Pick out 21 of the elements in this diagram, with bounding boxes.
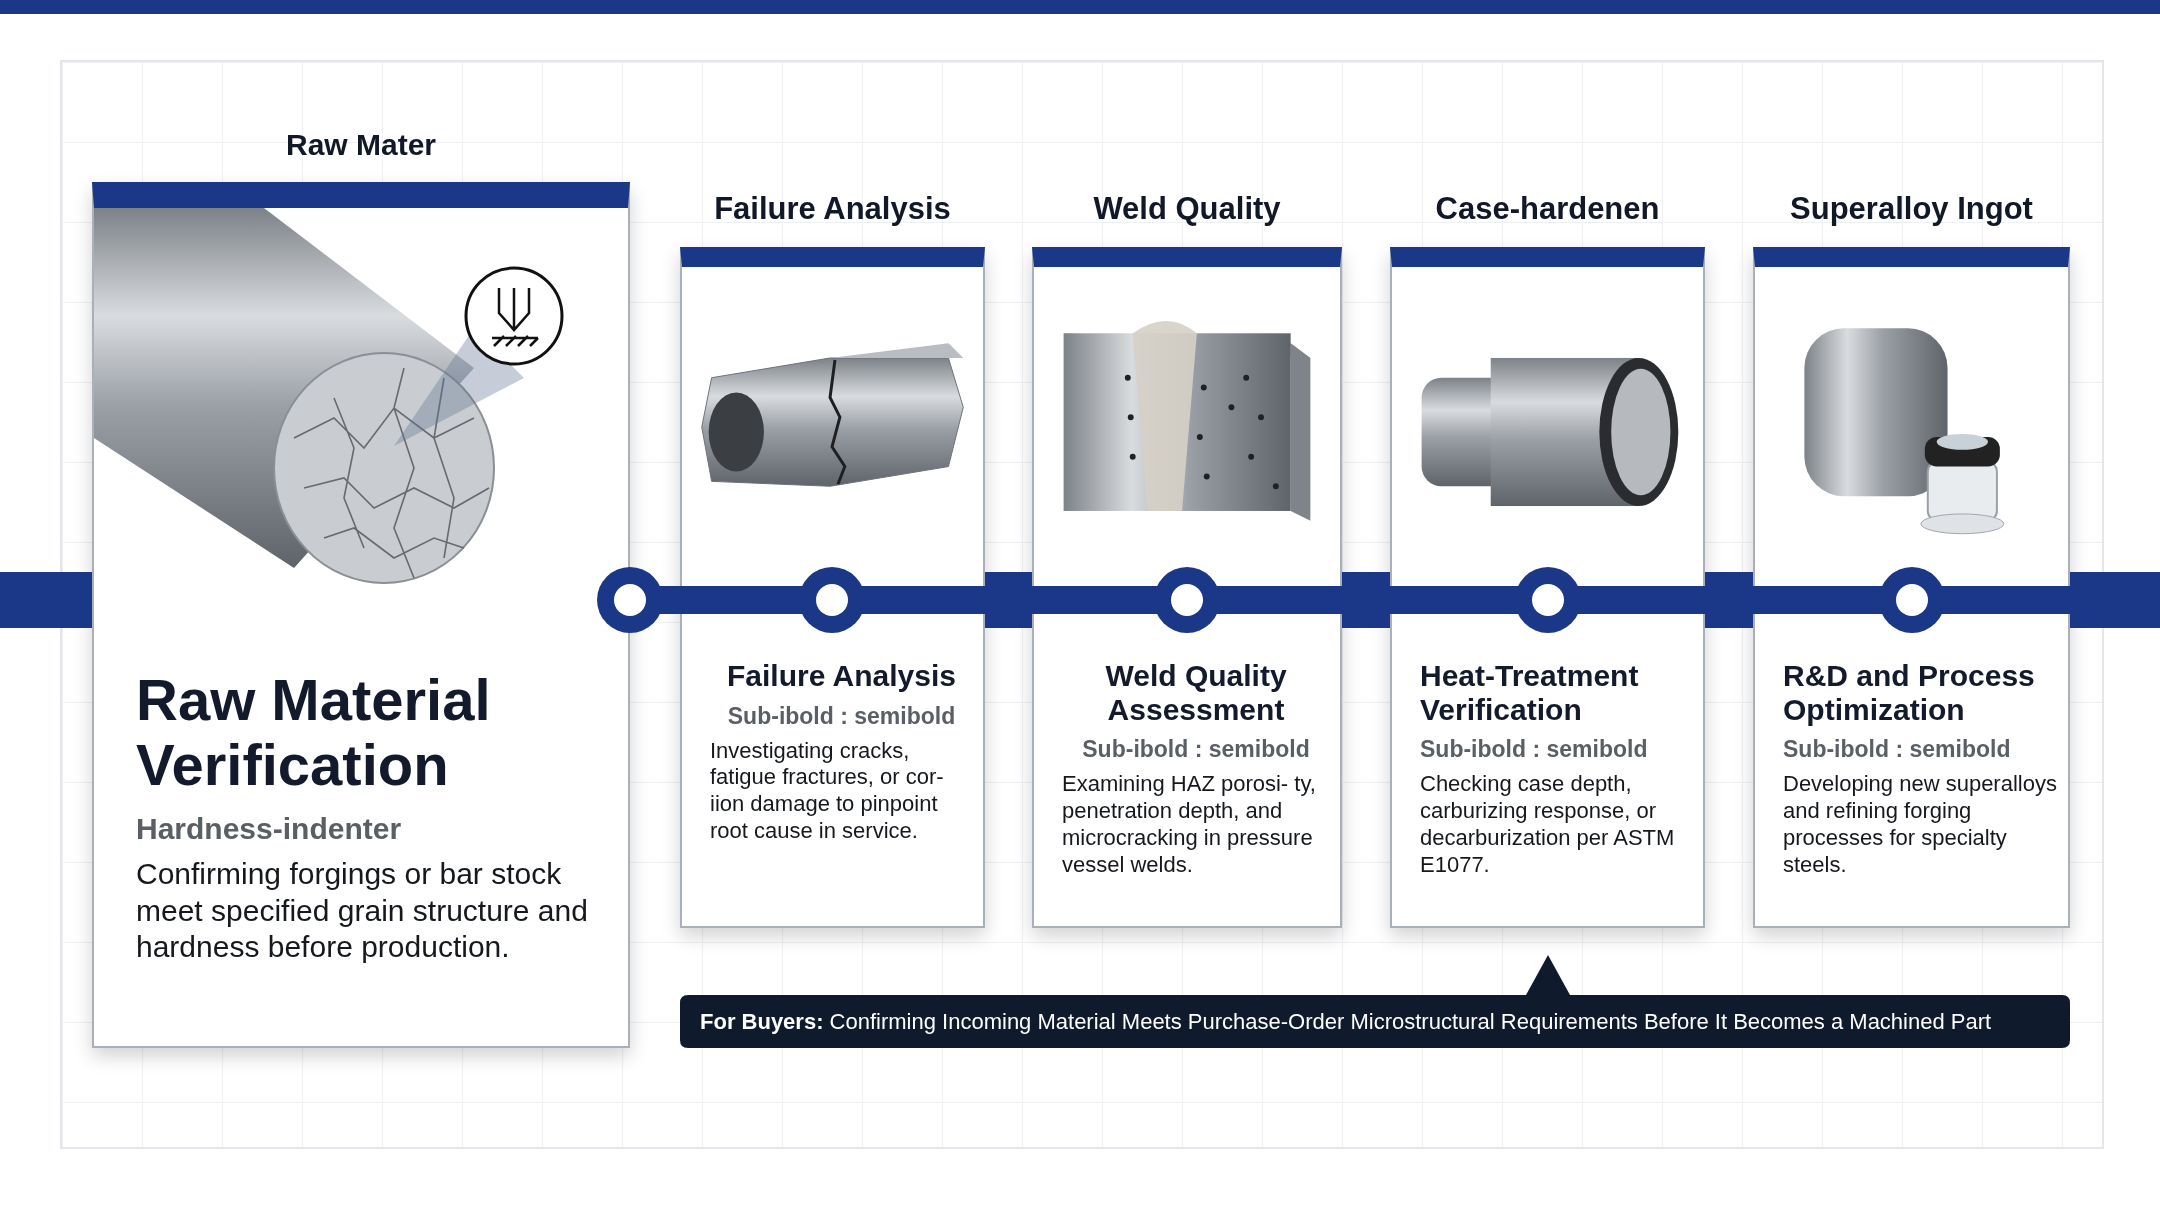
card-heading: Failure Analysis (713, 191, 952, 227)
step-title: Weld Quality Assessment (1104, 659, 1288, 727)
card-heading: Weld Quality (1092, 191, 1282, 227)
step-title: Heat-Treatment Verification (1420, 659, 1640, 727)
card-heading: Superalloy Ingot (1789, 191, 2034, 227)
step-title: R&D and Process Optimization (1783, 659, 2036, 727)
step-description: Developing new superalloys and refining forging processes for specialty steels. (1783, 771, 2058, 879)
step-title: Failure Analysis (727, 659, 956, 693)
step-subtitle: Sub-ibold : semibold (1420, 736, 1648, 764)
card-heading: Raw Mater (284, 128, 437, 162)
step-title: Raw Material Verification (136, 668, 492, 798)
step-description: Examining HAZ porosi- ty, penetration depth, and microcracking in pressure vessel welds. (1062, 771, 1317, 879)
step-description: Confirming forgings or bar stock meet specified grain structure and hardness before production. (136, 855, 589, 966)
callout-text: For Buyers: Confirming Incoming Material Meets Purchase-Order Microstructural Requirements Before It Becomes a Machined Part (700, 1008, 1992, 1035)
step-subtitle: Sub-ibold : semibold (1082, 736, 1310, 764)
step-subtitle: Sub-ibold : semibold (727, 702, 956, 730)
card-heading: Case-hardenen (1434, 191, 1661, 227)
step-description: Checking case depth, carburizing response, or decarburization per ASTM E1077. (1420, 771, 1676, 879)
step-subtitle: Sub-ibold : semibold (1783, 736, 2011, 764)
step-description: Investigating cracks, fatigue fractures, or cor- iion damage to pinpoint root cause in service. (710, 737, 945, 845)
step-subtitle: Hardness-indenter (136, 811, 402, 846)
